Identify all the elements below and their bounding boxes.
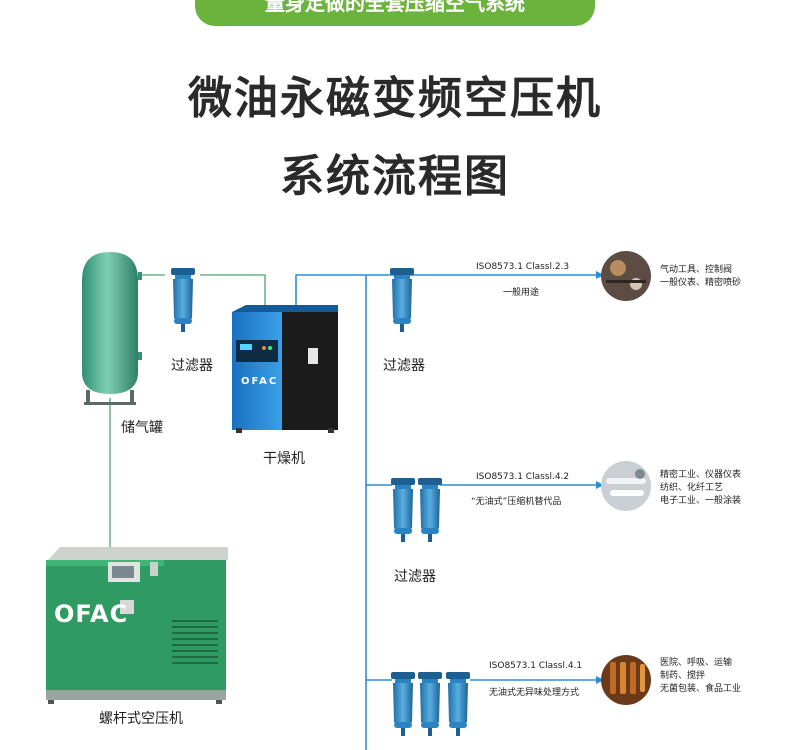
branch1-app-1: 气动工具、控制阀	[660, 265, 733, 275]
blue-pipes	[295, 274, 596, 750]
application-photo-1	[601, 251, 651, 301]
branch3-app-3: 无菌包装、食品工业	[660, 684, 742, 694]
filter3-label: 过滤器	[394, 569, 436, 585]
branch2-app-3: 电子工业、一般涂装	[660, 496, 742, 506]
branch1-app-2: 一般仪表、精密喷砂	[660, 278, 742, 288]
filter1-label: 过滤器	[171, 358, 213, 374]
screw-compressor	[46, 547, 228, 704]
branch3-applications: 医院、呼吸、运输 制药、搅拌 无菌包装、食品工业	[660, 657, 741, 696]
branch3-standard: ISO8573.1 Classl.4.1	[489, 661, 583, 671]
top-banner: 量身定做的全套压缩空气系统	[195, 0, 595, 26]
branch3-app-1: 医院、呼吸、运输	[660, 658, 733, 668]
branch2-standard: ISO8573.1 Classl.4.2	[476, 472, 570, 482]
branch1-usage: 一般用途	[503, 288, 540, 298]
dryer-brand: OFAC	[241, 376, 279, 387]
page-title-line1: 微油永磁变频空压机	[188, 73, 602, 124]
filter-2	[390, 268, 414, 332]
filter-3-a	[391, 478, 415, 542]
filter-4-a	[391, 672, 415, 736]
branch2-app-2: 纺织、化纤工艺	[660, 483, 724, 493]
green-pipes	[109, 274, 266, 548]
branch2-app-1: 精密工业、仪器仪表	[660, 470, 742, 480]
tank-label: 储气罐	[121, 420, 163, 436]
compressor-brand: OFAC	[54, 600, 129, 628]
application-photo-3	[601, 655, 651, 705]
application-photo-2	[601, 461, 651, 511]
arrow-branch-2	[596, 481, 604, 489]
storage-tank	[82, 252, 142, 405]
branch3-app-2: 制药、搅拌	[660, 671, 706, 681]
filter-3-b	[418, 478, 442, 542]
compressor-label: 螺杆式空压机	[99, 711, 183, 727]
filter-4-b	[418, 672, 442, 736]
branch3-usage: 无油式无异味处理方式	[489, 688, 580, 698]
pipe-filter-to-dryer	[200, 274, 266, 312]
dryer-unit	[232, 305, 338, 433]
branch2-applications: 精密工业、仪器仪表 纺织、化纤工艺 电子工业、一般涂装	[660, 469, 741, 508]
filter2-label: 过滤器	[383, 358, 425, 374]
arrow-branch-1	[596, 271, 604, 279]
dryer-label: 干燥机	[263, 451, 305, 467]
filter-1	[171, 268, 195, 332]
branch1-standard: ISO8573.1 Classl.2.3	[476, 262, 570, 272]
page-title-line2: 系统流程图	[280, 151, 510, 202]
arrowheads	[596, 271, 604, 684]
branch1-applications: 气动工具、控制阀 一般仪表、精密喷砂	[660, 264, 741, 290]
pipe-dryer-out	[295, 274, 402, 305]
branch2-usage: “无油式”压缩机替代品	[471, 497, 562, 507]
filter-4-c	[446, 672, 470, 736]
arrow-branch-3	[596, 676, 604, 684]
